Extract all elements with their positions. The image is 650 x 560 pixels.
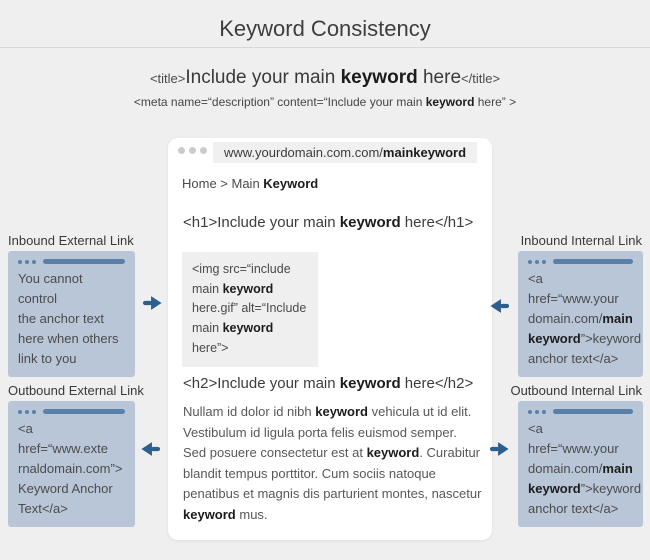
mini-dot-icon bbox=[535, 259, 539, 264]
html-title-snippet: <title>Include your main keyword here</t… bbox=[149, 67, 501, 88]
body-copy-paragraph: Nullam id dolor id nibh keyword vehicula… bbox=[183, 404, 482, 522]
mini-dot-icon bbox=[25, 409, 29, 414]
browser-dot-icon bbox=[200, 147, 207, 154]
mini-dot-icon bbox=[528, 409, 532, 414]
title-separator bbox=[0, 47, 650, 48]
mini-dot-icon bbox=[18, 409, 22, 414]
mini-dot-icon bbox=[32, 259, 36, 264]
browser-dot-icon bbox=[178, 147, 185, 154]
mini-dot-icon bbox=[25, 259, 29, 264]
browser-dot-icon bbox=[189, 147, 196, 154]
mini-browser-chrome-icon bbox=[528, 409, 633, 414]
url-bar: www.yourdomain.com.com/mainkeyword bbox=[213, 142, 477, 163]
left-arrow-icon bbox=[140, 440, 161, 458]
inbound-internal-link-label: Inbound Internal Link bbox=[520, 233, 642, 248]
inbound-external-link-label: Inbound External Link bbox=[8, 233, 134, 248]
mini-dot-icon bbox=[18, 259, 22, 264]
mini-dot-icon bbox=[542, 409, 546, 414]
breadcrumb: Home > Main Keyword bbox=[182, 176, 319, 191]
mini-urlbar-icon bbox=[43, 259, 125, 264]
h2-snippet: <h2>Include your main keyword here</h2> bbox=[183, 375, 474, 392]
mini-urlbar-icon bbox=[553, 259, 633, 264]
mini-browser-chrome-icon bbox=[18, 409, 125, 414]
mini-dot-icon bbox=[528, 259, 532, 264]
mini-dot-icon bbox=[535, 409, 539, 414]
mini-urlbar-icon bbox=[553, 409, 633, 414]
right-arrow-icon bbox=[142, 294, 163, 312]
mini-dot-icon bbox=[542, 259, 546, 264]
outbound-external-link-label: Outbound External Link bbox=[8, 383, 144, 398]
right-arrow-icon bbox=[489, 440, 510, 458]
left-arrow-icon bbox=[489, 297, 510, 315]
outbound-internal-link-label: Outbound Internal Link bbox=[510, 383, 642, 398]
h1-snippet: <h1>Include your main keyword here</h1> bbox=[183, 214, 474, 231]
browser-traffic-dots-icon bbox=[178, 147, 207, 154]
browser-mockup: www.yourdomain.com.com/mainkeyword Home … bbox=[168, 138, 492, 540]
mini-browser-chrome-icon bbox=[528, 259, 633, 264]
meta-description-snippet: <meta name=“description” content=“Includ… bbox=[133, 95, 517, 109]
page-title: Keyword Consistency bbox=[219, 16, 431, 41]
mini-dot-icon bbox=[32, 409, 36, 414]
mini-urlbar-icon bbox=[43, 409, 125, 414]
mini-browser-chrome-icon bbox=[18, 259, 125, 264]
